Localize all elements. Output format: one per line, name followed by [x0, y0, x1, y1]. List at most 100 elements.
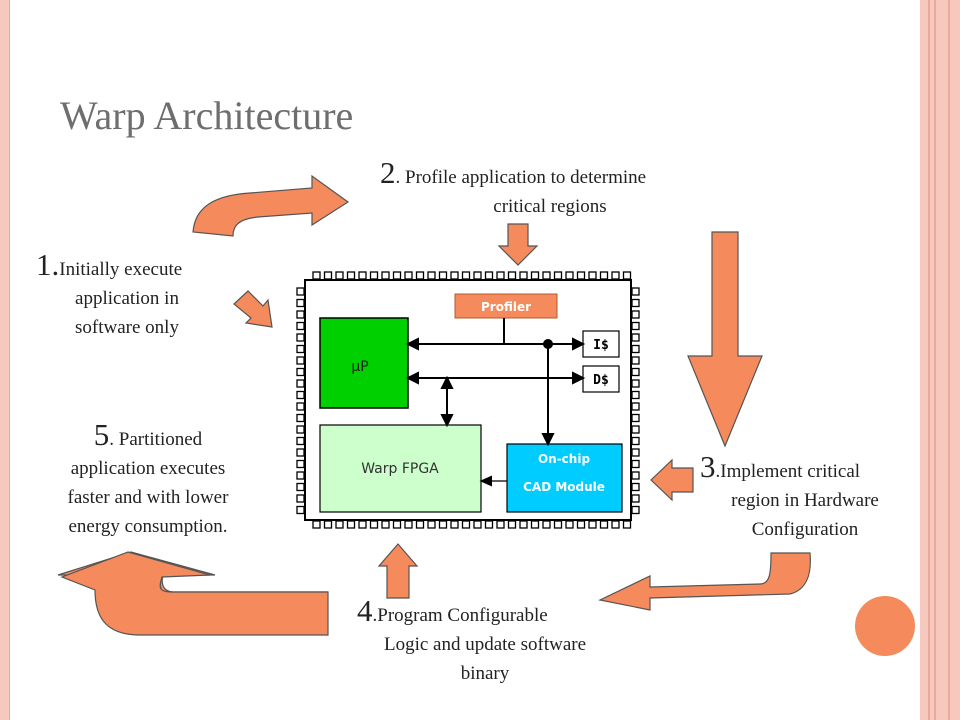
- cad-module-block: [506, 443, 623, 513]
- chip-pin: [588, 271, 597, 280]
- chip-pin: [631, 482, 640, 492]
- step-5-line-3: faster and with lower: [67, 487, 229, 508]
- chip-pin: [323, 520, 333, 529]
- chip-pin: [631, 471, 640, 480]
- chip-pin: [553, 271, 563, 280]
- step-2-number: 2: [380, 155, 396, 190]
- icache-label: I$: [593, 338, 609, 353]
- step-3-line-3: Configuration: [751, 519, 859, 540]
- chip-pin: [296, 425, 305, 434]
- chip-pin: [599, 271, 609, 280]
- chip-pin: [296, 482, 305, 492]
- chip-pin: [392, 271, 402, 280]
- step-4-caption: 4.Program Configurable Logic and update …: [345, 593, 625, 688]
- step-2-line-1: . Profile application to determine: [395, 167, 647, 188]
- chip-pin: [631, 379, 640, 388]
- chip-pin: [542, 520, 551, 529]
- microprocessor-label: µP: [351, 359, 368, 375]
- chip-pin: [484, 520, 494, 529]
- chip-pin: [588, 520, 597, 529]
- step-1-line-3: software only: [75, 317, 179, 338]
- step-4-line-1: .Program Configurable: [372, 605, 548, 626]
- chip-pin: [296, 356, 305, 365]
- chip-pin: [611, 271, 620, 280]
- chip-pin: [296, 298, 305, 308]
- profiler-label: Profiler: [481, 300, 531, 314]
- chip-pin: [565, 520, 574, 529]
- step-5-line-4: energy consumption.: [68, 516, 228, 537]
- chip-pin: [296, 287, 305, 296]
- chip-pin: [296, 379, 305, 388]
- fpga-block: [319, 424, 482, 513]
- chip-pin: [404, 520, 413, 529]
- chip-pin: [519, 520, 528, 529]
- step-2-caption: 2. Profile application to determine crit…: [380, 155, 740, 221]
- slide-frame-left: [0, 0, 10, 720]
- step-3-caption: 3.Implement critical region in Hardware …: [700, 451, 910, 544]
- chip-pin: [631, 298, 640, 308]
- chip-pin: [335, 520, 344, 529]
- step-5-line-2: application executes: [70, 458, 226, 479]
- chip-pin: [461, 271, 471, 280]
- step-1-number: 1.: [36, 247, 60, 282]
- chip-pin: [631, 436, 640, 446]
- step-4-number: 4: [357, 593, 373, 628]
- chip-pin: [622, 520, 632, 529]
- chip-pin: [296, 505, 305, 515]
- chip-pin: [553, 520, 563, 529]
- chip-pin: [631, 448, 640, 457]
- chip-pin: [631, 321, 640, 331]
- chip-pin: [415, 271, 425, 280]
- chip-pin: [599, 520, 609, 529]
- chip-pin: [631, 413, 640, 423]
- cad-module-label-2: CAD Module: [523, 480, 605, 494]
- chip-pin: [369, 271, 379, 280]
- dcache-label: D$: [593, 373, 609, 388]
- chip-pin: [296, 436, 305, 446]
- chip-pin: [346, 271, 356, 280]
- chip-pin: [296, 310, 305, 319]
- step-4-line-3: binary: [460, 663, 510, 684]
- chip-pin: [631, 494, 640, 503]
- down-arrow-profiler-icon: [497, 223, 539, 266]
- chip-pin: [473, 271, 482, 280]
- chip-pin: [296, 321, 305, 331]
- chip-pin: [484, 271, 494, 280]
- slide-title: Warp Architecture: [60, 93, 354, 138]
- chip-pin: [631, 333, 640, 342]
- chip-pin: [427, 520, 436, 529]
- microprocessor-block: [319, 317, 409, 409]
- left-arrow-step3-icon: [650, 458, 694, 502]
- chip-pin: [346, 520, 356, 529]
- step-4-line-2: Logic and update software: [383, 634, 587, 655]
- chip-pin: [381, 520, 390, 529]
- chip-pin: [381, 271, 390, 280]
- chip-pin: [438, 271, 448, 280]
- chip-pin: [404, 271, 413, 280]
- small-arrow-step1-icon: [233, 290, 273, 328]
- chip-pin: [296, 333, 305, 342]
- step-5-number: 5: [93, 417, 110, 452]
- icache-block: [582, 330, 620, 358]
- chip-pin: [576, 520, 586, 529]
- chip-pin: [312, 271, 321, 280]
- chip-pin: [576, 271, 586, 280]
- chip-pin: [296, 344, 305, 354]
- step-1-line-2: application in: [75, 288, 179, 309]
- chip-pin: [519, 271, 528, 280]
- chip-pin: [450, 271, 459, 280]
- chip-pin: [296, 471, 305, 480]
- chip-pin: [507, 520, 517, 529]
- chip-pin: [312, 520, 321, 529]
- flow-arrows: [57, 174, 811, 636]
- chip-pin: [438, 520, 448, 529]
- chip-pin: [631, 402, 640, 411]
- step-3-line-2: region in Hardware: [731, 490, 879, 511]
- chip-pin: [496, 271, 505, 280]
- step-5-caption: 5. Partitioned application executes fast…: [38, 417, 258, 541]
- chip-pin: [450, 520, 459, 529]
- chip-pin: [461, 520, 471, 529]
- chip-pin: [323, 271, 333, 280]
- fpga-label: Warp FPGA: [361, 461, 439, 477]
